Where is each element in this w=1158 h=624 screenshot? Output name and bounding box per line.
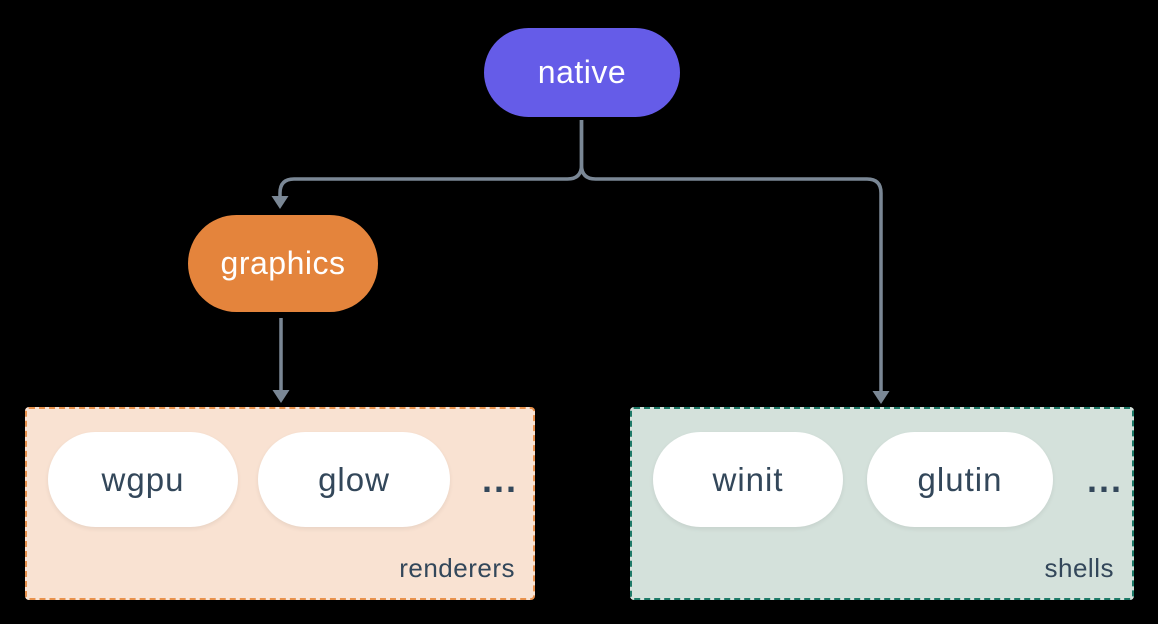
group-shells-label: shells <box>1044 553 1114 583</box>
arrowhead-renderers <box>272 390 290 403</box>
node-native-label: native <box>537 54 627 90</box>
edge-native-shells <box>579 120 890 404</box>
node-winit-label: winit <box>712 460 784 498</box>
node-native: native <box>484 28 680 117</box>
node-glow: glow <box>258 432 450 527</box>
node-winit: winit <box>653 432 843 527</box>
group-renderers-label: renderers <box>399 553 515 583</box>
node-glutin: glutin <box>867 432 1053 527</box>
group-shells: winit glutin ... shells <box>630 407 1134 600</box>
arrowhead-shells <box>872 391 890 404</box>
edge-graphics-renderers <box>272 318 290 403</box>
shells-ellipsis: ... <box>1086 458 1123 500</box>
arrowhead-graphics <box>271 196 289 209</box>
group-renderers: wgpu glow ... renderers <box>25 407 535 600</box>
node-wgpu-label: wgpu <box>101 460 185 498</box>
node-graphics-label: graphics <box>220 245 346 281</box>
node-glutin-label: glutin <box>917 460 1003 498</box>
node-glow-label: glow <box>318 460 390 498</box>
node-wgpu: wgpu <box>48 432 238 527</box>
node-graphics: graphics <box>188 215 378 312</box>
renderers-ellipsis: ... <box>481 458 518 500</box>
edge-native-graphics <box>271 120 584 209</box>
